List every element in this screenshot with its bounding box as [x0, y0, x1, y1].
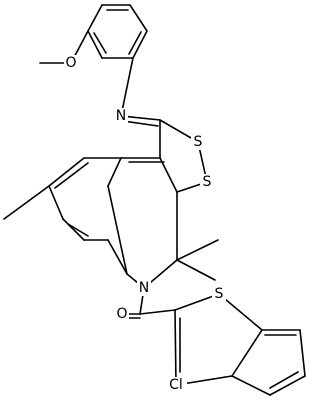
bond: [299, 329, 306, 377]
bond: [231, 375, 271, 396]
bond: [48, 157, 85, 187]
bond: [87, 4, 103, 32]
bond: [269, 375, 306, 396]
atom-s-lower-label: S: [203, 174, 212, 190]
molecule-structure: O N S S N O S Cl: [3, 4, 306, 396]
bond: [3, 185, 50, 220]
bond: [122, 120, 159, 127]
bond: [174, 293, 220, 311]
atom-s-upper-label: S: [194, 134, 203, 150]
atom-cl-label: Cl: [169, 377, 183, 393]
bond: [231, 329, 263, 377]
bond: [218, 293, 263, 331]
bond: [62, 218, 85, 241]
atom-labels: O N S S N O S Cl: [64, 55, 226, 393]
atom-o-carbonyl-label: O: [116, 306, 127, 322]
bond: [129, 4, 148, 32]
bond: [176, 259, 216, 281]
atom-o-methoxy: O: [64, 55, 78, 71]
bond: [107, 185, 128, 275]
bond: [174, 309, 177, 386]
bond: [132, 30, 148, 59]
bond: [67, 223, 89, 237]
bonds: [3, 4, 306, 396]
bond: [87, 30, 103, 59]
bond: [139, 309, 176, 315]
bond: [120, 57, 134, 117]
atom-o-methoxy-label: O: [65, 55, 76, 71]
bond: [128, 31, 142, 55]
bond: [107, 157, 122, 187]
bond: [269, 371, 299, 389]
atom-s-thiophene-label: S: [215, 286, 224, 302]
atom-n-ring: N: [137, 280, 151, 296]
atom-n-ring-label: N: [139, 280, 149, 296]
atom-n-imine: N: [114, 108, 128, 124]
bond: [159, 157, 178, 193]
atom-cl: Cl: [165, 377, 187, 393]
atom-s-thiophene: S: [212, 286, 226, 302]
bond: [93, 32, 107, 54]
atom-s-upper: S: [191, 134, 205, 150]
atom-s-lower: S: [200, 174, 214, 190]
bond: [48, 185, 64, 220]
atom-n-imine-label: N: [116, 108, 126, 124]
bond: [107, 239, 128, 275]
bond: [54, 162, 89, 189]
atom-o-carbonyl: O: [115, 306, 129, 322]
bond: [176, 239, 219, 261]
